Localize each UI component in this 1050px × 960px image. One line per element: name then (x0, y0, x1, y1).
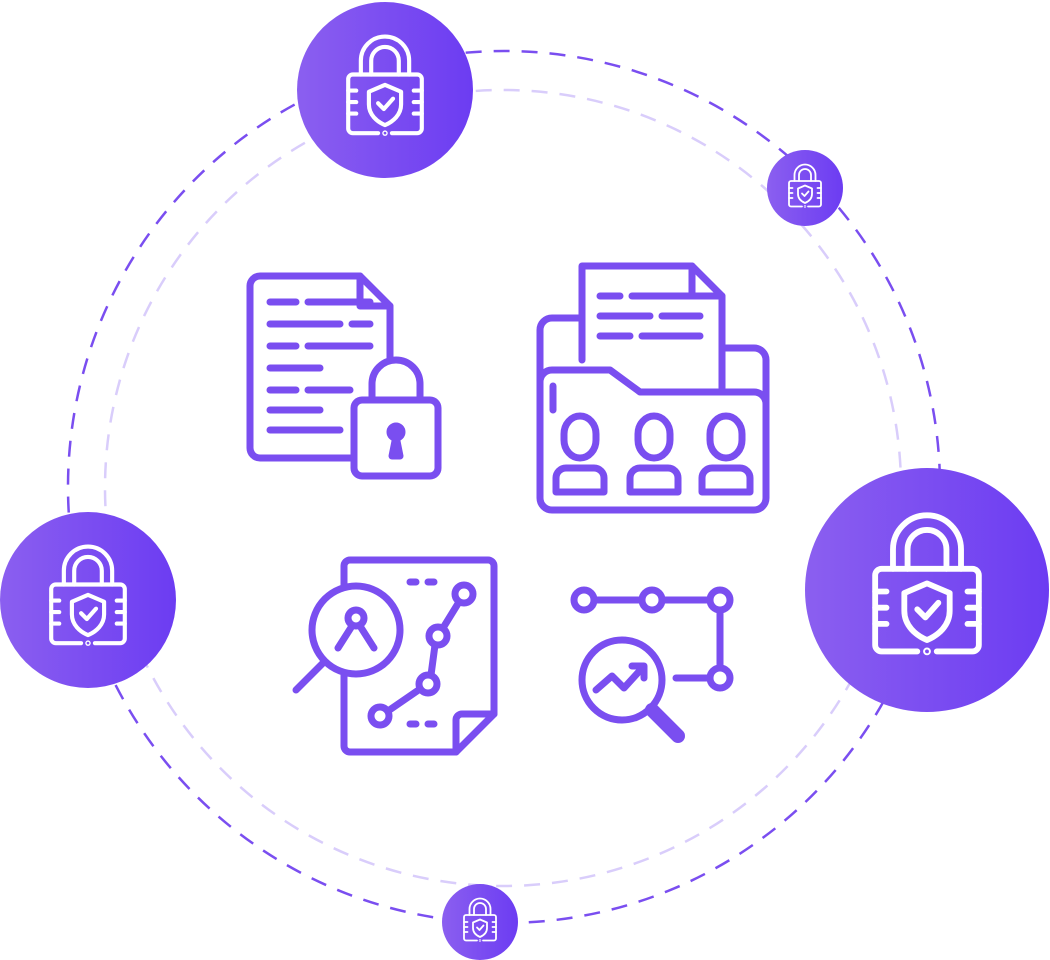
lock-badge-top (297, 2, 473, 178)
locked-document-icon (246, 272, 442, 480)
user-records-folder-icon (536, 262, 770, 514)
trend-search-network-icon (570, 586, 734, 743)
lock-badge-top-right-small (767, 150, 843, 226)
lock-badge-left (0, 512, 176, 688)
lock-badge-bottom-small (442, 884, 518, 960)
data-analysis-report-icon (292, 556, 498, 756)
lock-badge-right-large (805, 468, 1049, 712)
